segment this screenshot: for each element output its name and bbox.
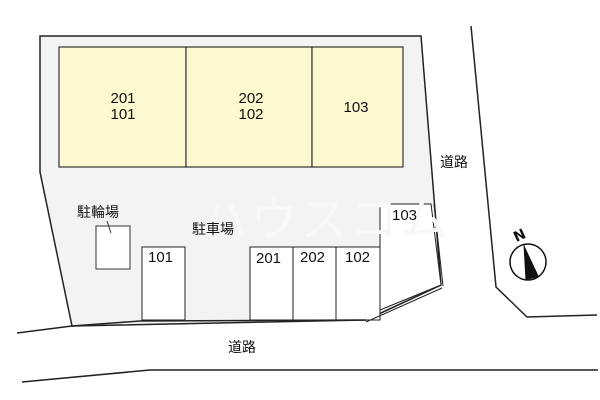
road-label-east: 道路	[440, 155, 468, 171]
unit-label: 103	[343, 99, 369, 116]
parking-label-101: 101	[148, 249, 174, 266]
parking-label-102: 102	[345, 249, 371, 266]
unit-label: 102	[238, 106, 264, 123]
unit-label: 202	[238, 90, 264, 107]
parking-label-201: 201	[256, 250, 282, 267]
boundary-double-line	[365, 287, 443, 323]
parking-space-101	[141, 246, 186, 321]
building-3	[311, 46, 404, 168]
watermark: ハウスコム	[200, 192, 451, 248]
building-2	[185, 46, 313, 168]
bicycle-parking-box	[95, 225, 131, 270]
south-road-top-edge	[16, 319, 367, 334]
road-label-south: 道路	[228, 340, 256, 356]
bicycle-parking-label: 駐輪場	[77, 205, 119, 221]
parking-lot-label: 駐車場	[192, 222, 234, 238]
unit-label: 201	[110, 90, 136, 107]
boundary-double-line	[433, 203, 444, 287]
building-1-label: 201 101	[100, 91, 146, 123]
building-3-label: 103	[333, 100, 379, 116]
compass-icon	[509, 243, 547, 281]
building-2-label: 202 102	[228, 91, 274, 123]
parking-label-202: 202	[300, 249, 326, 266]
building-1	[58, 46, 187, 168]
parking-space-202	[292, 246, 337, 321]
bicycle-parking-leader	[106, 220, 112, 234]
parking-label-103: 103	[392, 207, 418, 224]
parking-space-103	[379, 203, 442, 311]
east-road-edge	[470, 25, 598, 318]
unit-label: 101	[110, 106, 136, 123]
south-road-bottom-edge	[21, 369, 598, 383]
parking-space-102	[335, 246, 381, 321]
